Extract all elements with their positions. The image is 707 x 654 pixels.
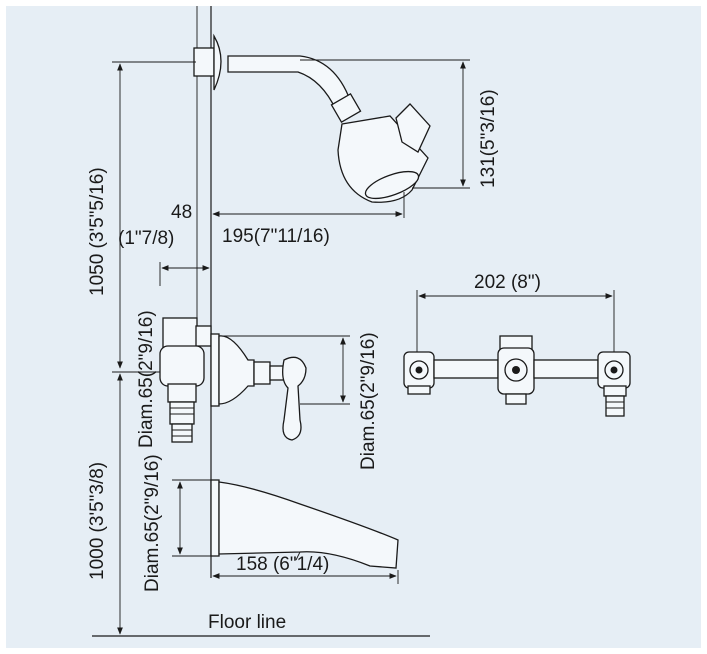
spout-height-label: 1000 (3'5"3/8) — [87, 462, 108, 580]
spout-diam-label: Diam.65(2"9/16) — [142, 454, 163, 592]
head-drop-label: 131(5"3/16) — [478, 89, 499, 188]
floor-line-label: Floor line — [208, 612, 286, 633]
shower-head — [193, 33, 431, 203]
handle-diam-label: Diam.65(2"9/16) — [358, 332, 379, 470]
arm-reach-label: 195(7"11/16) — [222, 226, 330, 247]
valve-body-side — [159, 317, 212, 443]
valve-diam-label: Diam.65(2"9/16) — [136, 310, 157, 448]
arm-offset-mm-label: 48 — [171, 202, 192, 223]
spout-reach-label: 158 (6"1/4) — [236, 554, 329, 575]
arm-height-label: 1050 (3'5"5/16) — [87, 167, 108, 296]
valve-centers-label: 202 (8") — [474, 272, 541, 293]
arm-offset-in-label: (1"7/8) — [118, 228, 174, 249]
handle-trim — [210, 333, 307, 441]
tub-spout — [210, 479, 399, 569]
